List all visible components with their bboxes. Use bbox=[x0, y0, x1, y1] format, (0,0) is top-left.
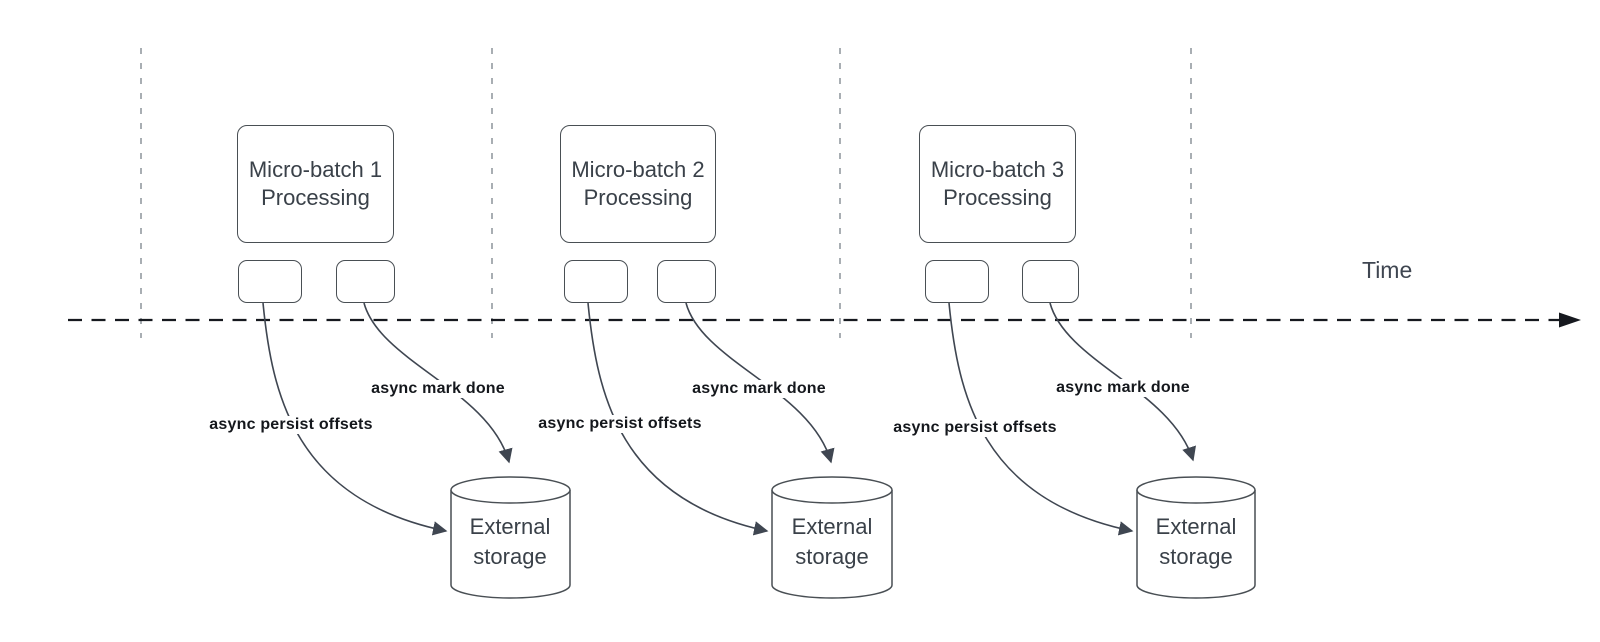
time-label: Time bbox=[1362, 257, 1413, 283]
mark-done-slot-2 bbox=[657, 260, 716, 303]
storage-word-3a: External bbox=[1155, 514, 1237, 539]
micro-batch-2-title: Micro-batch 2 bbox=[571, 157, 705, 182]
async-persist-offsets-label-2: async persist offsets bbox=[535, 415, 705, 433]
async-mark-done-label-1: async mark done bbox=[368, 380, 508, 398]
async-mark-done-label-2: async mark done bbox=[689, 380, 829, 398]
storage-word-3b: storage bbox=[1159, 544, 1233, 569]
persist-offsets-slot-2 bbox=[564, 260, 628, 303]
storage-cylinder-body-1 bbox=[450, 490, 571, 599]
batch-interval-dividers bbox=[140, 48, 1192, 338]
persist-offsets-arrow-3 bbox=[948, 302, 1134, 536]
storage-word-2a: External bbox=[791, 514, 873, 539]
persist-offsets-arrow-1 bbox=[262, 302, 448, 536]
storage-cylinder-body-3 bbox=[1136, 490, 1256, 599]
persist-offsets-slot-1 bbox=[238, 260, 302, 303]
async-mark-done-label-3: async mark done bbox=[1053, 379, 1193, 397]
mark-done-slot-1 bbox=[336, 260, 395, 303]
mark-done-arrow-1 bbox=[363, 302, 513, 464]
async-persist-offsets-label-1: async persist offsets bbox=[206, 416, 376, 434]
micro-batch-2-processing-box: Micro-batch 2 Processing bbox=[560, 125, 716, 243]
time-axis-arrowhead-icon bbox=[1559, 312, 1581, 328]
external-storage-label-3: External storage bbox=[1131, 512, 1261, 572]
mark-done-slot-3 bbox=[1022, 260, 1079, 303]
micro-batch-3-subtitle: Processing bbox=[943, 185, 1052, 210]
persist-offsets-arrow-2 bbox=[587, 302, 769, 536]
micro-batch-2-subtitle: Processing bbox=[583, 185, 693, 210]
storage-cylinder-top-2 bbox=[771, 476, 893, 504]
micro-batch-1-title: Micro-batch 1 bbox=[248, 157, 383, 182]
persist-offsets-slot-3 bbox=[925, 260, 989, 303]
micro-batch-1-processing-box: Micro-batch 1 Processing bbox=[237, 125, 394, 243]
async-persist-offsets-label-3: async persist offsets bbox=[890, 419, 1060, 437]
storage-cylinder-body-2 bbox=[771, 490, 893, 599]
storage-word-1b: storage bbox=[473, 544, 547, 569]
mark-done-arrow-2 bbox=[685, 302, 835, 464]
micro-batch-3-processing-box: Micro-batch 3 Processing bbox=[919, 125, 1076, 243]
external-storage-label-2: External storage bbox=[767, 512, 897, 572]
micro-batch-3-title: Micro-batch 3 bbox=[930, 157, 1065, 182]
storage-word-1a: External bbox=[469, 514, 551, 539]
storage-cylinder-top-3 bbox=[1136, 476, 1256, 504]
external-storage-label-1: External storage bbox=[445, 512, 575, 572]
mark-done-arrow-3 bbox=[1049, 302, 1196, 462]
micro-batch-1-subtitle: Processing bbox=[261, 185, 370, 210]
storage-cylinder-top-1 bbox=[450, 476, 571, 504]
storage-word-2b: storage bbox=[795, 544, 869, 569]
